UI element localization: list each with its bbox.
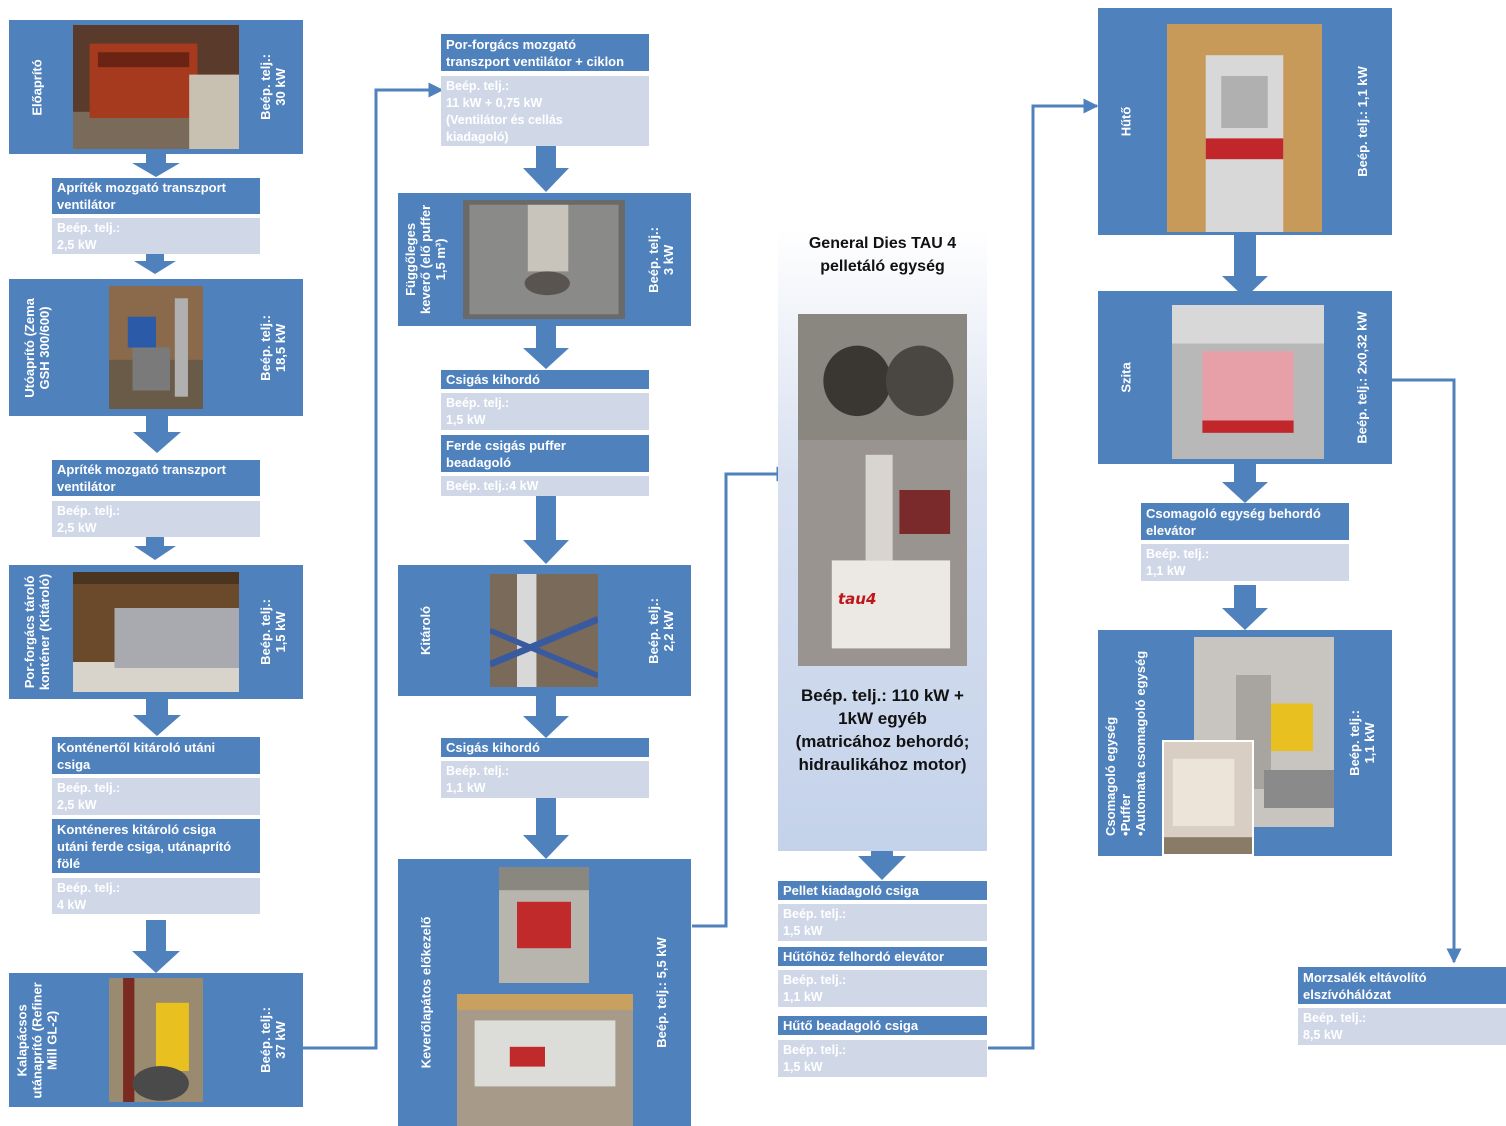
screw2-power: Beép. telj.: 4 kW [52, 878, 260, 914]
utoaprito-power: Beép. telj.: 18,5 kW [245, 279, 303, 416]
flow-arrow [1222, 464, 1268, 503]
flow-arrow [1222, 585, 1268, 630]
tau4-logo: tau4 [838, 590, 877, 608]
flow-arrow [134, 537, 176, 560]
eloaprito-power: Beép. telj.: 30 kW [245, 20, 303, 154]
fan2-power: Beép. telj.: 2,5 kW [52, 501, 260, 537]
screw2-title: Konténeres kitároló csiga utáni ferde cs… [52, 819, 260, 873]
conditioner-label: Keverőlapátos előkezelő [398, 859, 455, 1126]
cooler-label: Hűtő [1098, 8, 1156, 235]
utoaprito-label: Utóaprító (Zema GSH 300/600) [9, 279, 67, 416]
cooler-power: Beép. telj.: 1,1 kW [1334, 8, 1392, 235]
flow-arrow [132, 154, 180, 177]
pellet-mill-photo: tau4 [798, 314, 967, 666]
crumbs-title: Morzsalék eltávolító elszívóhálózat [1298, 967, 1506, 1004]
screw-a-title: Csigás kihordó [441, 370, 649, 389]
flow-line [1392, 378, 1462, 964]
conditioner-photo [455, 859, 633, 1126]
packer-label: Csomagoló egység •Puffer •Automata csoma… [1098, 630, 1156, 856]
kitarolo-label: Kitároló [398, 565, 455, 696]
kitarolo-power: Beép. telj.: 2,2 kW [633, 565, 691, 696]
flow-arrow [523, 326, 569, 369]
flow-arrow [523, 798, 569, 859]
flow-arrow [132, 920, 180, 973]
sieve-power: Beép. telj.: 2x0,32 kW [1334, 291, 1392, 464]
conditioner-power: Beép. telj.: 5,5 kW [633, 859, 691, 1126]
crumbs-power: Beép. telj.: 8,5 kW [1298, 1008, 1506, 1045]
sieve-label: Szita [1098, 291, 1156, 464]
screw1-title: Konténertől kitároló utáni csiga [52, 737, 260, 774]
shredder-photo [67, 20, 245, 154]
container-power: Beép. telj.: 1,5 kW [245, 565, 303, 699]
flow-line [988, 98, 1099, 1050]
flow-arrow [1222, 235, 1268, 298]
discharger-photo [455, 565, 633, 696]
cyclone-title: Por-forgács mozgató transzport ventiláto… [441, 34, 649, 71]
fan1-title: Apríték mozgató transzport ventilátor [52, 178, 260, 214]
puffer-power: Beép. telj.:4 kW [441, 476, 649, 496]
cooler-screw-title: Hűtő beadagoló csiga [778, 1016, 987, 1035]
hammer-mill-photo [67, 973, 245, 1107]
pack-elevator-power: Beép. telj.: 1,1 kW [1141, 544, 1349, 581]
puffer-title: Ferde csigás puffer beadagoló [441, 435, 649, 472]
container-photo [67, 565, 245, 699]
flow-arrow [134, 252, 176, 274]
pellet-unit: General Dies TAU 4 pelletáló egység tau4… [778, 228, 987, 851]
post-shredder-photo [67, 279, 245, 416]
flow-line [692, 466, 792, 928]
mixer-power: Beép. telj.: 3 kW [633, 193, 691, 326]
flow-arrow [523, 146, 569, 192]
pellet-unit-title: General Dies TAU 4 pelletáló egység [808, 235, 957, 275]
screw-b-power: Beép. telj.: 1,1 kW [441, 761, 649, 798]
cooler-screw-power: Beép. telj.: 1,5 kW [778, 1040, 987, 1077]
elevator-title: Hűtőhöz felhordó elevátor [778, 947, 987, 966]
cooler-photo [1156, 8, 1334, 235]
flow-arrow [133, 699, 181, 736]
pellet-unit-power: Beép. telj.: 110 kW + 1kW egyéb (matricá… [795, 686, 970, 774]
elevator-power: Beép. telj.: 1,1 kW [778, 970, 987, 1007]
sieve-photo [1156, 291, 1334, 464]
cyclone-power: Beép. telj.: 11 kW + 0,75 kW (Ventilátor… [441, 76, 649, 146]
eloaprito-label: Előaprító [9, 20, 67, 154]
out-screw-title: Pellet kiadagoló csiga [778, 881, 987, 900]
pack-elevator-title: Csomagoló egység behordó elevátor [1141, 503, 1349, 540]
mixer-photo [455, 193, 633, 326]
screw-a-power: Beép. telj.: 1,5 kW [441, 393, 649, 430]
out-screw-power: Beép. telj.: 1,5 kW [778, 904, 987, 941]
hammer-mill-label: Kalapácsos utánaprító (Refiner Mill GL-2… [9, 973, 67, 1107]
packer-photo [1156, 630, 1334, 856]
fan2-title: Apríték mozgató transzport ventilátor [52, 460, 260, 496]
packer-power: Beép. telj.: 1,1 kW [1334, 630, 1392, 856]
flow-arrow [523, 496, 569, 564]
container-label: Por-forgács tároló konténer (Kitároló) [9, 565, 67, 699]
mixer-label: Függőleges keverő (elő puffer 1,5 m³) [398, 193, 455, 326]
flow-arrow [133, 416, 181, 453]
hammer-mill-power: Beép. telj.: 37 kW [245, 973, 303, 1107]
fan1-power: Beép. telj.: 2,5 kW [52, 218, 260, 254]
screw1-power: Beép. telj.: 2,5 kW [52, 778, 260, 815]
screw-b-title: Csigás kihordó [441, 738, 649, 757]
flow-arrow [523, 696, 569, 738]
